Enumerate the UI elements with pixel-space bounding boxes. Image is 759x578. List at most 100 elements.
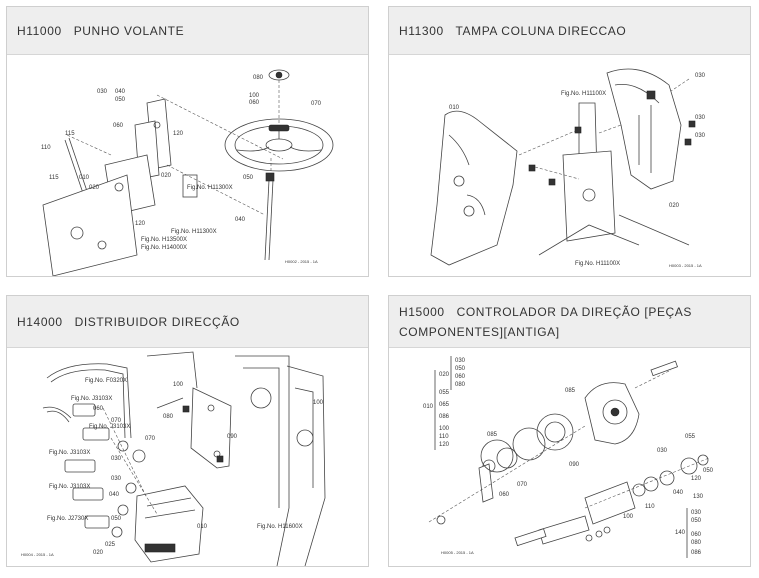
callout-label: 120 <box>691 476 702 482</box>
parts-diagram[interactable]: 010 030 Fig.No. H11100X 030 030 020 Fig.… <box>389 55 750 276</box>
callout-label: 050 <box>691 518 702 524</box>
callout-label: 070 <box>517 482 528 488</box>
figure-reference: Fig.No. H14000X <box>141 245 187 251</box>
callout-label: 020 <box>93 550 104 556</box>
drawing-stamp: H0002 - 2015 - 1A <box>285 259 318 264</box>
callout-label: 100 <box>313 400 324 406</box>
callout-label: 060 <box>455 374 466 380</box>
part-group-code: H14000 <box>17 314 63 329</box>
callout-label: 110 <box>645 504 655 510</box>
callout-label: 040 <box>235 217 246 223</box>
part-group-name: DISTRIBUIDOR DIRECÇÃO <box>74 314 240 329</box>
callout-label: 060 <box>499 492 510 498</box>
callout-label: 110 <box>439 434 449 440</box>
parts-diagram[interactable]: Fig.No. F0320X Fig.No. J3103X 060 Fig.No… <box>7 348 368 566</box>
callout-label: 080 <box>163 414 174 420</box>
part-group-name: CONTROLADOR DA DIREÇÃO [PEÇAS COMPONENTE… <box>399 304 693 339</box>
callout-label: 100 <box>439 426 450 432</box>
callout-label: 040 <box>673 490 684 496</box>
callout-label: 020 <box>669 203 680 209</box>
callout-label: 030 <box>111 476 122 482</box>
callout-label: 120 <box>173 131 184 137</box>
callout-label: 055 <box>685 434 696 440</box>
drawing-stamp: H0004 - 2015 - 1A <box>21 552 54 557</box>
parts-card-h15000[interactable]: H15000 CONTROLADOR DA DIREÇÃO [PEÇAS COM… <box>388 295 751 567</box>
callout-label: 100 <box>249 93 260 99</box>
callout-label: 050 <box>455 366 466 372</box>
callout-label: 010 <box>197 524 208 530</box>
callout-label: 030 <box>695 73 706 79</box>
figure-reference: Fig.No. H11300X <box>187 185 233 191</box>
part-group-name: TAMPA COLUNA DIRECCAO <box>455 23 627 38</box>
figure-reference: Fig.No. J3103X <box>89 424 130 430</box>
callout-label: 050 <box>115 97 126 103</box>
callout-label: 140 <box>675 530 686 536</box>
figure-reference: Fig.No. H11100X <box>561 91 606 97</box>
callout-label: 115 <box>65 131 75 137</box>
card-title[interactable]: H15000 CONTROLADOR DA DIREÇÃO [PEÇAS COM… <box>399 302 740 342</box>
callout-label: 060 <box>93 406 104 412</box>
callout-label: 050 <box>703 468 714 474</box>
callout-label: 070 <box>145 436 156 442</box>
drawing-stamp: H0005 - 2015 - 1A <box>441 550 474 555</box>
parts-card-h11300[interactable]: H11300 TAMPA COLUNA DIRECCAO <box>388 6 751 277</box>
drawing-stamp: H0003 - 2015 - 1A <box>669 263 702 268</box>
callout-label: 110 <box>41 145 51 151</box>
figure-reference: Fig.No. H11300X <box>171 229 217 235</box>
figure-reference: Fig.No. J3103X <box>49 450 90 456</box>
card-title[interactable]: H14000 DISTRIBUIDOR DIRECÇÃO <box>17 312 240 332</box>
callout-label: 040 <box>109 492 120 498</box>
callout-label: 070 <box>111 418 122 424</box>
steering-wheel-diagram: 080 100 060 070 030 040 050 060 120 115 … <box>41 69 334 276</box>
parts-card-h14000[interactable]: H14000 DISTRIBUIDOR DIRECÇÃO <box>6 295 369 567</box>
callout-label: 060 <box>691 532 702 538</box>
callout-label: 080 <box>691 540 702 546</box>
callout-label: 040 <box>115 89 126 95</box>
callout-label: 030 <box>97 89 108 95</box>
callout-label: 030 <box>111 456 122 462</box>
figure-reference: Fig.No. J3103X <box>49 484 90 490</box>
parts-diagram[interactable]: 030 050 060 080 020 055 065 086 100 110 … <box>389 348 750 566</box>
figure-reference: Fig.No. H11100X <box>575 261 620 267</box>
callout-label: 070 <box>311 101 322 107</box>
callout-label: 065 <box>439 402 450 408</box>
callout-label: 055 <box>439 390 450 396</box>
callout-label: 120 <box>439 442 450 448</box>
callout-label: 025 <box>105 542 116 548</box>
card-header: H11300 TAMPA COLUNA DIRECCAO <box>389 7 750 55</box>
part-group-code: H15000 <box>399 304 445 319</box>
steering-controller-diagram: 030 050 060 080 020 055 065 086 100 110 … <box>423 356 714 558</box>
callout-label: 090 <box>227 434 238 440</box>
figure-reference: Fig.No. H13500X <box>141 237 187 243</box>
callout-label: 020 <box>439 372 450 378</box>
callout-label: 030 <box>691 510 702 516</box>
callout-label: 020 <box>161 173 172 179</box>
figure-reference: Fig.No. F0320X <box>85 378 127 384</box>
parts-diagram[interactable]: 080 100 060 070 030 040 050 060 120 115 … <box>7 55 368 276</box>
callout-label: 050 <box>243 175 254 181</box>
part-group-code: H11300 <box>399 23 444 38</box>
callout-label: 080 <box>253 75 264 81</box>
card-title[interactable]: H11300 TAMPA COLUNA DIRECCAO <box>399 21 626 41</box>
callout-label: 060 <box>113 123 124 129</box>
figure-reference: Fig.No. J3103X <box>71 396 112 402</box>
callout-label: 085 <box>565 388 576 394</box>
callout-label: 020 <box>89 185 100 191</box>
part-group-code: H11000 <box>17 23 62 38</box>
figure-reference: Fig.No. H11600X <box>257 524 303 530</box>
parts-card-h11000[interactable]: H11000 PUNHO VOLANTE <box>6 6 369 277</box>
callout-label: 085 <box>487 432 498 438</box>
column-cover-diagram: 010 030 Fig.No. H11100X 030 030 020 Fig.… <box>430 68 706 268</box>
card-title[interactable]: H11000 PUNHO VOLANTE <box>17 21 184 41</box>
card-header: H15000 CONTROLADOR DA DIREÇÃO [PEÇAS COM… <box>389 296 750 348</box>
callout-label: 080 <box>455 382 466 388</box>
figure-reference: Fig.No. J2730X <box>47 516 88 522</box>
card-header: H14000 DISTRIBUIDOR DIRECÇÃO <box>7 296 368 348</box>
card-header: H11000 PUNHO VOLANTE <box>7 7 368 55</box>
callout-label: 050 <box>111 516 122 522</box>
callout-label: 010 <box>79 175 90 181</box>
callout-label: 010 <box>449 105 460 111</box>
callout-label: 130 <box>693 494 704 500</box>
callout-label: 120 <box>135 221 146 227</box>
callout-label: 030 <box>695 133 706 139</box>
